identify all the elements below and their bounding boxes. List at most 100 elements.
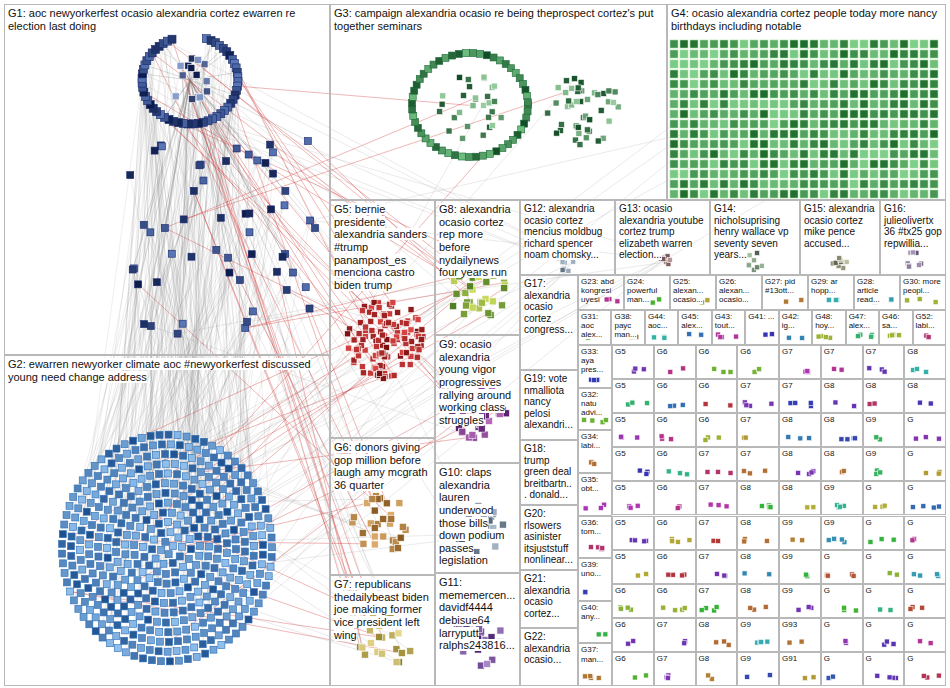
vertex-image [870,90,878,98]
vertex-image [113,633,120,640]
vertex-image [839,367,844,372]
vertex-image [103,581,110,588]
vertex-image [480,132,486,138]
vertex-image [183,626,190,633]
vertex-image [106,488,113,495]
vertex-image [105,450,112,457]
vertex-image [930,190,938,198]
vertex-image [227,594,234,601]
vertex-image [363,324,369,330]
vertex-image [380,515,387,522]
vertex-image [254,488,261,495]
vertex-image [250,480,257,487]
graph-edge-line [150,311,253,475]
vertex-image [598,505,603,510]
vertex-image [750,100,758,108]
vertex-image [860,40,868,48]
vertex-image [256,570,263,577]
vertex-image [810,60,818,68]
vertex-image [224,508,231,515]
vertex-image [113,539,120,546]
vertex-image [202,450,209,457]
vertex-image [383,344,389,350]
vertex-image [356,331,362,337]
vertex-image [86,541,93,548]
vertex-image [114,622,121,629]
vertex-image [566,268,571,273]
vertex-image [187,546,194,553]
vertex-image [870,190,878,198]
vertex-image [603,418,608,423]
vertex-image [730,140,738,148]
vertex-image [117,568,124,575]
vertex-image [740,50,748,58]
vertex-image [790,70,798,78]
vertex-image [390,338,396,344]
vertex-image [213,246,220,253]
vertex-image [710,190,718,198]
vertex-image [184,584,191,591]
vertex-image [199,481,206,488]
vertex-image [470,103,476,109]
vertex-image [850,70,858,78]
graph-edge-line [149,124,894,565]
vertex-image [178,543,185,550]
vertex-image [106,564,113,571]
vertex-image [242,504,249,511]
vertex-image [880,60,888,68]
vertex-image [346,345,352,351]
vertex-image [930,80,938,88]
vertex-image [122,649,129,656]
vertex-image [573,99,579,105]
vertex-image [577,142,583,148]
vertex-image [182,646,189,653]
vertex-image [820,180,828,188]
vertex-image [889,333,894,338]
vertex-image [860,90,868,98]
vertex-image [214,545,221,552]
vertex-image [414,354,420,360]
vertex-image [746,262,751,267]
vertex-image [690,120,698,128]
vertex-image [850,50,858,58]
vertex-image [930,170,938,178]
vertex-image [369,328,375,334]
vertex-image [136,498,143,505]
vertex-image [566,98,572,104]
vertex-image [180,216,187,223]
vertex-image [670,180,678,188]
vertex-image [780,130,788,138]
graph-edge-line [150,517,354,630]
vertex-image [752,258,757,263]
vertex-image [910,40,918,48]
graph-edge-line [192,99,402,653]
vertex-image [670,40,678,48]
vertex-image [122,541,129,548]
vertex-image [63,512,70,519]
vertex-image [442,54,449,61]
vertex-image [840,100,848,108]
vertex-image [223,540,230,547]
vertex-image [769,401,774,406]
graph-edge-line [277,272,363,533]
vertex-image [100,609,107,616]
vertex-image [59,550,66,557]
vertex-image [131,542,138,549]
vertex-image [700,90,708,98]
vertex-image [780,80,788,88]
vertex-image [137,524,144,531]
vertex-image [770,160,778,168]
vertex-image [174,471,181,478]
vertex-image [307,217,314,224]
vertex-image [138,634,145,641]
vertex-image [75,505,82,512]
vertex-image [690,150,698,158]
vertex-image [127,470,134,477]
vertex-image [910,50,918,58]
vertex-image [197,458,204,465]
vertex-image [583,674,588,679]
vertex-image [102,596,109,603]
vertex-image [225,254,232,261]
vertex-image [267,141,274,148]
vertex-image [690,170,698,178]
